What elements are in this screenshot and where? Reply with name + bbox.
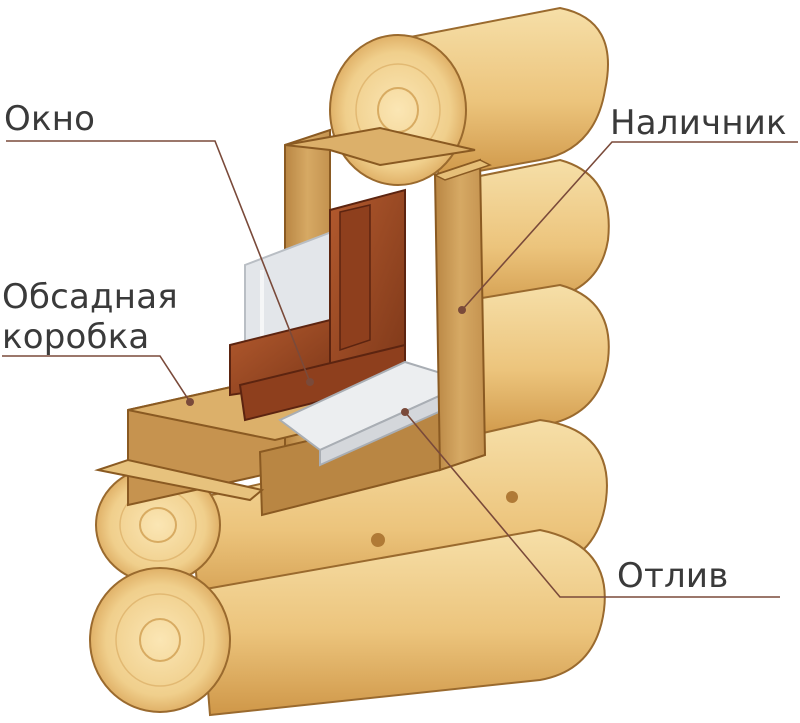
dot-trim xyxy=(458,306,466,314)
dot-window xyxy=(306,378,314,386)
label-frame-box-line1: Обсадная xyxy=(2,277,178,317)
leader-trim xyxy=(461,141,798,311)
leader-dots xyxy=(186,306,466,416)
casing-trim xyxy=(433,158,492,472)
log-right-3 xyxy=(469,283,610,442)
leader-frame-box xyxy=(2,355,191,403)
leader-lines xyxy=(2,140,798,598)
label-frame-box-line2: коробка xyxy=(2,317,150,357)
leader-window xyxy=(6,140,311,383)
dot-frame-box xyxy=(186,398,194,406)
label-drip-sill: Отлив xyxy=(617,556,729,596)
label-casing-trim: Наличник xyxy=(610,103,787,143)
log-bottom xyxy=(89,528,606,717)
window xyxy=(229,188,406,422)
label-window: Окно xyxy=(4,99,96,139)
dot-drip-sill xyxy=(401,408,409,416)
leader-drip-sill xyxy=(404,411,780,598)
